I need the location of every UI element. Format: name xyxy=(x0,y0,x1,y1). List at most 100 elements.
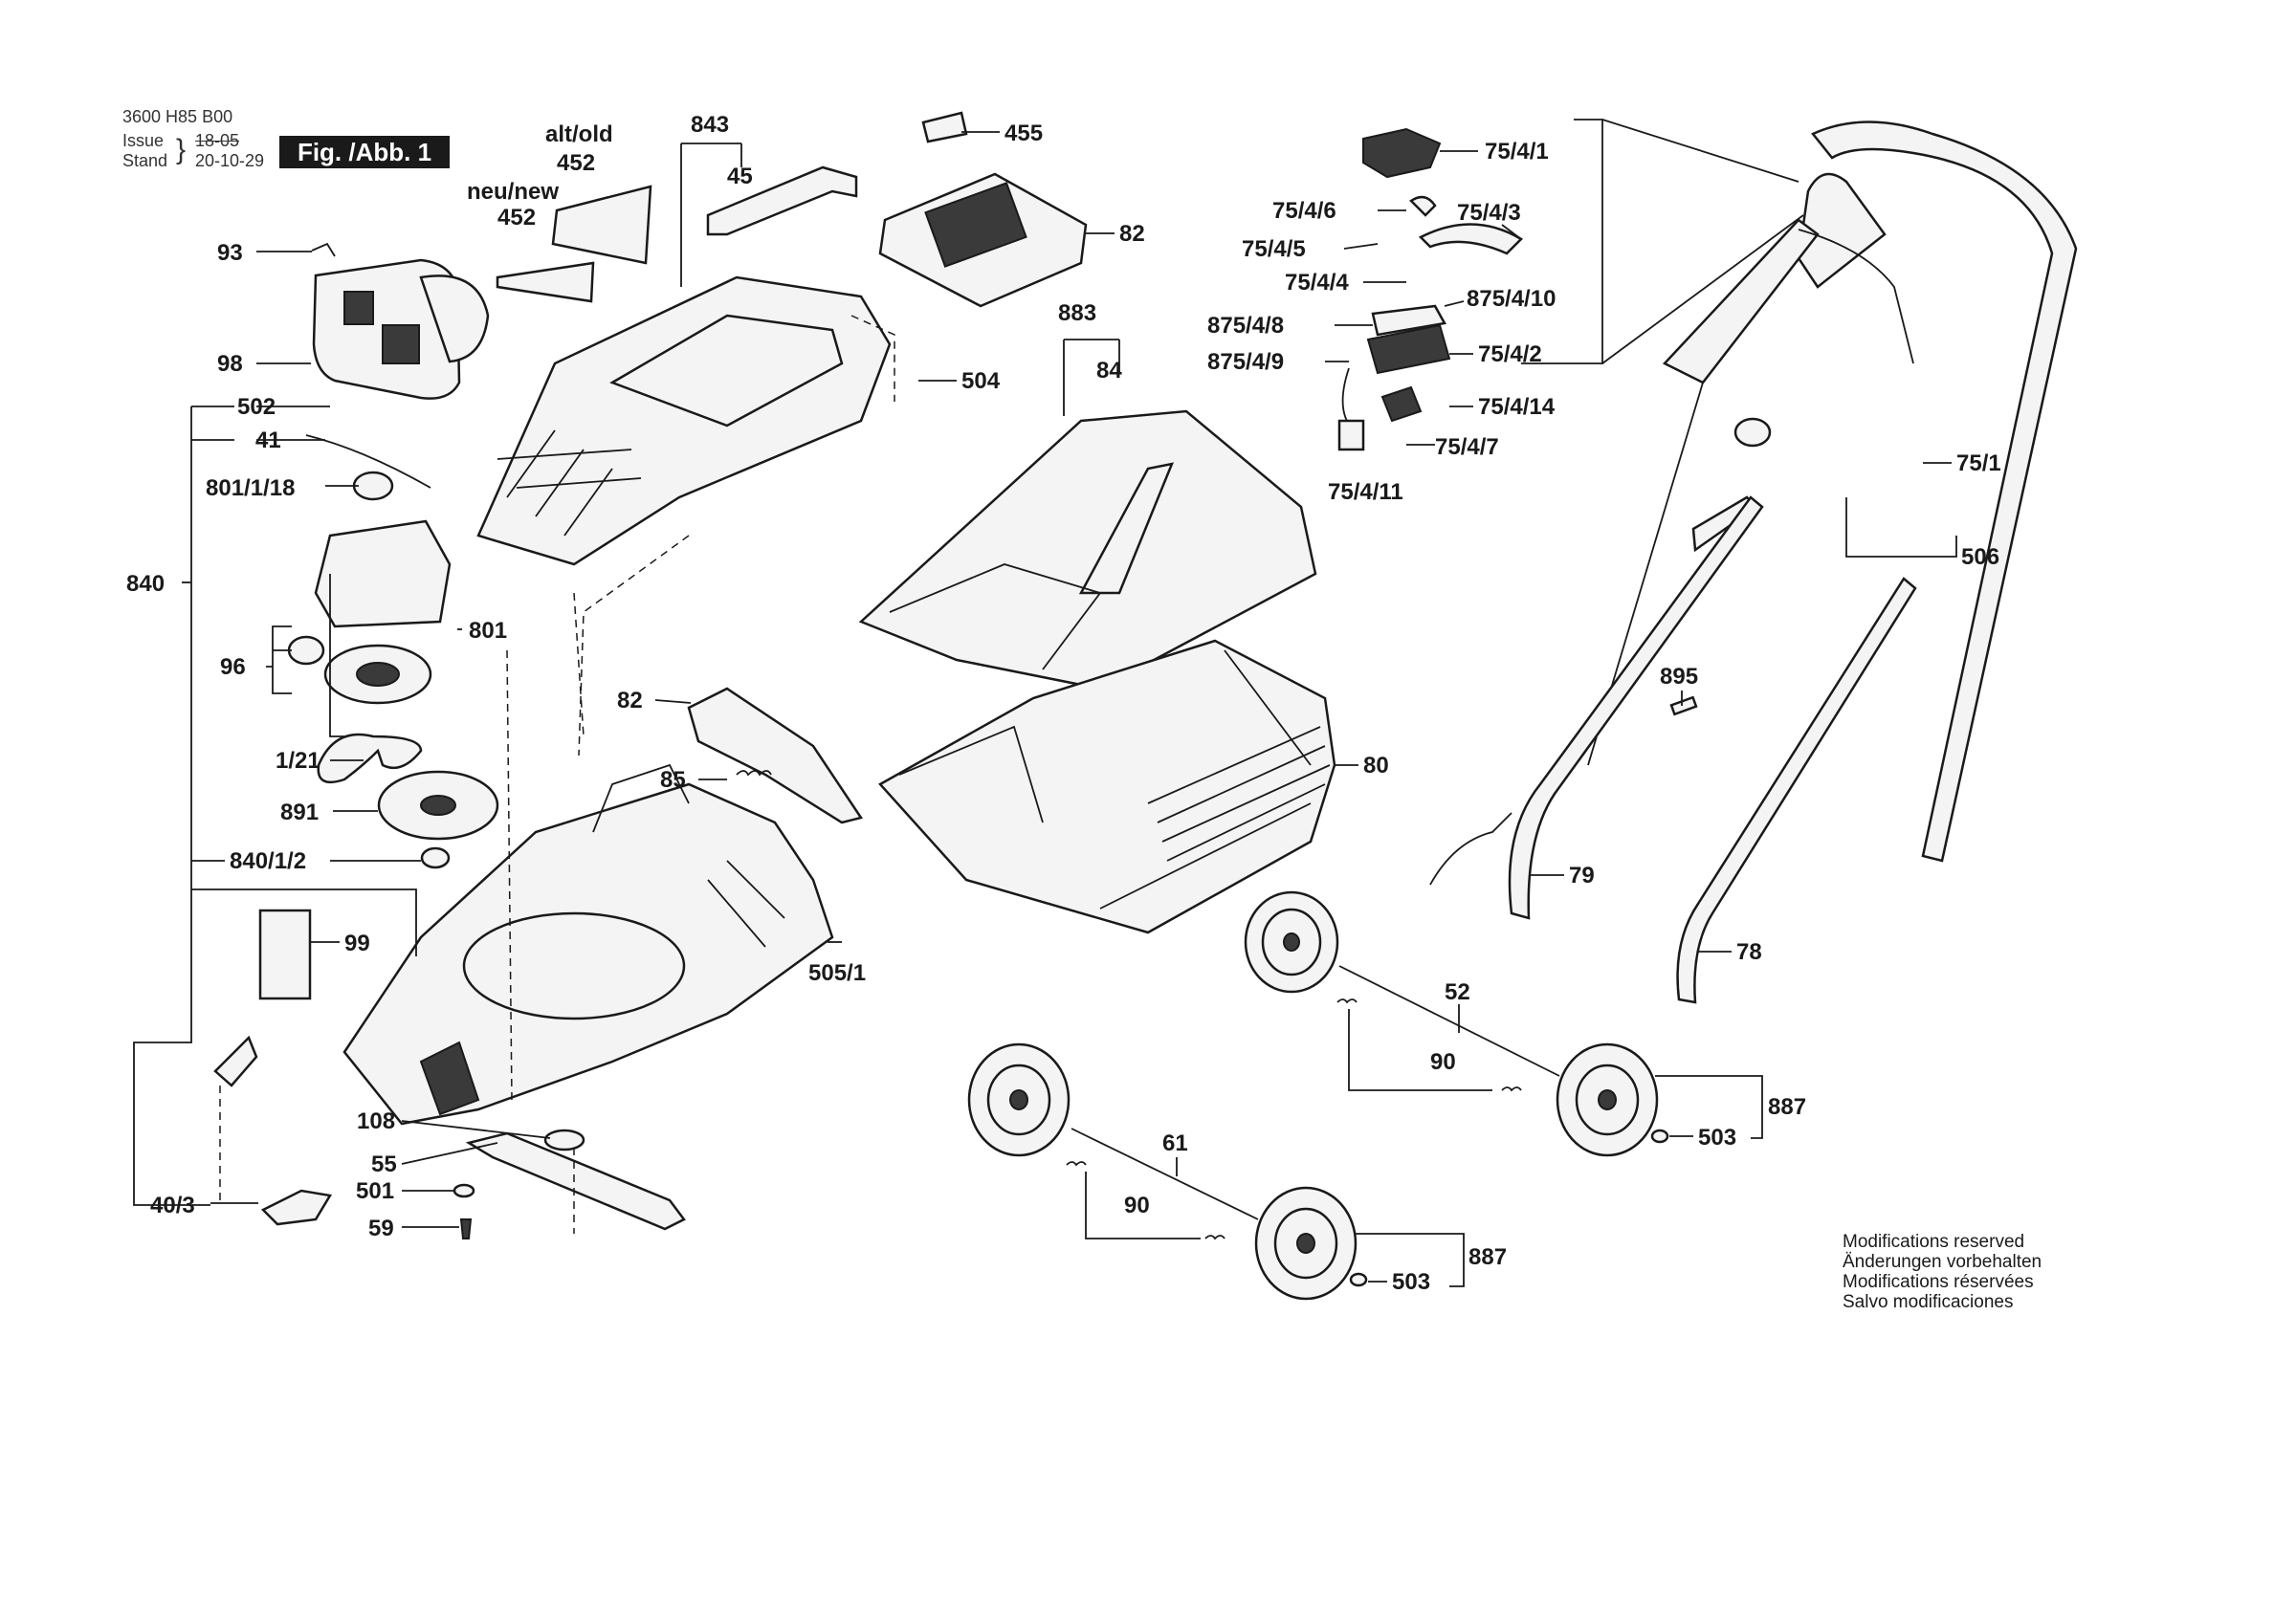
modifications-note: Modifications reserved Änderungen vorbeh… xyxy=(1843,1232,2042,1312)
lower-handles-illustration xyxy=(1429,495,1917,1004)
height-adjuster-upper-illustration xyxy=(213,1035,258,1087)
axle-61-illustration xyxy=(1071,1128,1259,1220)
part-label-75-4-4: 75/4/4 xyxy=(1285,270,1349,296)
axle-52-illustration xyxy=(1338,965,1560,1077)
issue-label: Issue xyxy=(122,131,165,150)
modifications-es: Salvo modificaciones xyxy=(1843,1292,2014,1312)
part-label-887-upper: 887 xyxy=(1768,1094,1806,1120)
part-label-75-4-11: 75/4/11 xyxy=(1328,479,1403,505)
part-label-843: 843 xyxy=(691,112,729,138)
part-label-501: 501 xyxy=(356,1178,394,1204)
height-adjuster-lower-illustration xyxy=(260,1189,333,1226)
part-label-503-lower: 503 xyxy=(1392,1269,1430,1295)
part-label-61: 61 xyxy=(1162,1130,1188,1156)
mower-deck-illustration xyxy=(342,763,834,1126)
part-label-59: 59 xyxy=(368,1216,394,1241)
part-label-78: 78 xyxy=(1736,939,1762,965)
part-label-455: 455 xyxy=(1004,121,1043,146)
modifications-de: Änderungen vorbehalten xyxy=(1843,1252,2042,1272)
part-label-98: 98 xyxy=(217,351,243,377)
part-label-40-3: 40/3 xyxy=(150,1193,195,1218)
rear-wheel-upper-illustration xyxy=(1556,1042,1669,1157)
part-label-801-1-18: 801/1/18 xyxy=(206,475,295,501)
stand-label: Stand xyxy=(122,151,168,170)
motor-illustration xyxy=(287,434,452,705)
part-label-82-panel: 82 xyxy=(1119,221,1145,247)
part-label-90-upper: 90 xyxy=(1430,1049,1456,1075)
part-label-887-lower: 887 xyxy=(1468,1244,1507,1270)
figure-badge: Fig. /Abb. 1 xyxy=(279,136,450,168)
part-label-75-4-7: 75/4/7 xyxy=(1435,434,1499,460)
part-label-504: 504 xyxy=(961,368,1001,394)
part-label-80: 80 xyxy=(1363,753,1389,779)
washer-illustration xyxy=(453,1183,475,1198)
part-label-506: 506 xyxy=(1961,544,1999,570)
modifications-en: Modifications reserved xyxy=(1843,1232,2025,1252)
switch-box-illustration xyxy=(1337,127,1524,451)
leader-lines xyxy=(133,119,1957,1287)
label-99-illustration xyxy=(258,909,312,1000)
grass-box-lid-illustration xyxy=(858,409,1317,691)
part-labels: alt/old neu/new 843 455 75/4/1 45 452 45… xyxy=(126,112,2001,1295)
spring-90-lower-b xyxy=(1204,1235,1225,1240)
part-label-41: 41 xyxy=(255,428,281,453)
part-label-75-4-2: 75/4/2 xyxy=(1478,341,1542,367)
part-label-96: 96 xyxy=(220,654,246,680)
part-label-75-4-6: 75/4/6 xyxy=(1272,198,1336,224)
part-label-801: 801 xyxy=(469,618,507,644)
upper-handle-illustration xyxy=(1587,121,2078,863)
part-label-99: 99 xyxy=(344,931,370,956)
spring-illustration xyxy=(736,770,772,777)
belt-illustration xyxy=(317,733,423,784)
part-label-75-4-1: 75/4/1 xyxy=(1485,139,1549,164)
part-label-452-old: 452 xyxy=(557,150,595,176)
part-label-875-4-8: 875/4/8 xyxy=(1207,313,1284,339)
dashed-guides xyxy=(219,315,895,1234)
part-label-452-new: 452 xyxy=(497,205,536,230)
part-label-108: 108 xyxy=(357,1108,395,1134)
pulley-illustration xyxy=(377,770,499,869)
part-label-52: 52 xyxy=(1445,979,1470,1005)
control-panel-illustration xyxy=(878,172,1088,308)
part-label-55: 55 xyxy=(371,1151,397,1177)
part-label-840: 840 xyxy=(126,571,165,597)
part-label-75-4-3: 75/4/3 xyxy=(1457,200,1521,226)
front-wheel-upper-illustration xyxy=(1244,890,1339,994)
part-label-1-21: 1/21 xyxy=(276,748,320,774)
part-label-875-4-10: 875/4/10 xyxy=(1467,286,1556,312)
stand-value: 20-10-29 xyxy=(195,151,265,170)
part-label-840-1-2: 840/1/2 xyxy=(230,848,306,874)
model-number: 3600 H85 B00 xyxy=(122,107,233,126)
part-label-75-1: 75/1 xyxy=(1956,450,2001,476)
note-neu-new: neu/new xyxy=(467,179,559,205)
motor-cover-illustration xyxy=(311,242,490,400)
part-label-90-lower: 90 xyxy=(1124,1193,1150,1218)
part-label-505-1: 505/1 xyxy=(808,960,866,986)
part-label-883: 883 xyxy=(1058,300,1096,326)
part-label-503-upper: 503 xyxy=(1698,1125,1736,1151)
part-label-84: 84 xyxy=(1096,358,1122,384)
part-label-502: 502 xyxy=(237,394,276,420)
part-label-75-4-5: 75/4/5 xyxy=(1242,236,1306,262)
spring-90-upper-b xyxy=(1501,1086,1522,1092)
brace-symbol: } xyxy=(176,134,187,165)
rear-wheel-lower-illustration xyxy=(1254,1186,1368,1301)
spring-90-lower-a xyxy=(1066,1161,1087,1167)
spring-90-upper-a xyxy=(1336,998,1358,1004)
part-label-85: 85 xyxy=(660,767,686,793)
part-label-75-4-14: 75/4/14 xyxy=(1478,394,1556,420)
label-455-illustration xyxy=(921,111,968,143)
part-label-45: 45 xyxy=(727,164,753,189)
issue-value: 18-05 xyxy=(195,131,240,150)
hood-illustration xyxy=(476,275,892,566)
part-label-82-guide: 82 xyxy=(617,688,643,713)
bosch-badge-illustration xyxy=(496,185,652,303)
modifications-fr: Modifications réservées xyxy=(1843,1272,2034,1292)
grass-guide-illustration xyxy=(687,687,864,824)
part-label-79: 79 xyxy=(1569,863,1595,888)
front-wheel-lower-illustration xyxy=(967,1042,1071,1157)
grass-box-illustration xyxy=(878,639,1336,934)
part-label-93: 93 xyxy=(217,240,243,266)
blade-bolt-illustration xyxy=(459,1218,473,1239)
